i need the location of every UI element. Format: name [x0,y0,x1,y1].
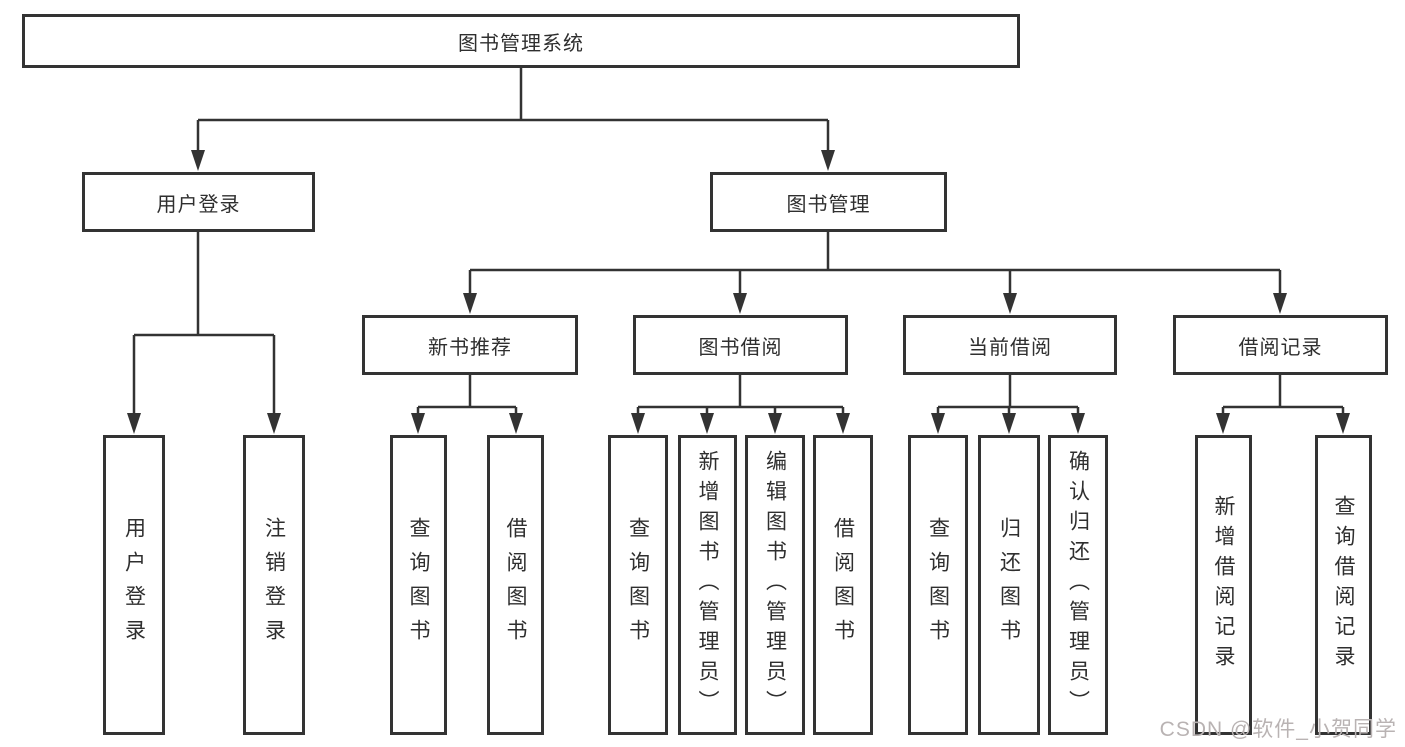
node-label: 新书推荐 [428,336,512,359]
leaf-label: 借阅图书 [504,517,527,653]
node-label: 图书管理 [786,193,871,216]
node-label: 用户登录 [156,193,241,216]
csdn-watermark: CSDN @软件_小贺同学 [1159,718,1397,741]
leaf-label: 查询图书 [626,517,650,653]
node-book-borrowing: 图书借阅 [633,315,848,375]
node-label: 借阅记录 [1238,336,1323,359]
node-new-book-recommendation: 新书推荐 [362,315,578,375]
leaf-label: 新增借阅记录 [1212,495,1235,675]
leaf-label: 注销登录 [262,517,286,653]
node-label: 当前借阅 [968,336,1052,359]
leaf-user-login: 用户登录 [103,435,165,735]
leaf-label: 新增图书（管理员） [696,450,719,720]
node-label: 图书借阅 [698,336,783,359]
leaf-query-books-borrow: 查询图书 [608,435,668,735]
leaf-add-borrow-record: 新增借阅记录 [1195,435,1252,735]
leaf-label: 编辑图书（管理员） [763,450,787,720]
node-root-system: 图书管理系统 [22,14,1020,68]
leaf-query-borrow-record: 查询借阅记录 [1315,435,1372,735]
leaf-edit-book-admin: 编辑图书（管理员） [745,435,805,735]
leaf-label: 用户登录 [122,517,146,653]
leaf-label: 确认归还（管理员） [1066,450,1090,720]
node-label: 图书管理系统 [458,32,584,55]
leaf-borrow-books: 借阅图书 [813,435,873,735]
leaf-label: 查询借阅记录 [1332,495,1355,675]
node-user-login: 用户登录 [82,172,315,232]
leaf-label: 查询图书 [926,517,950,653]
node-borrowing-records: 借阅记录 [1173,315,1388,375]
leaf-label: 查询图书 [407,517,430,653]
leaf-return-book: 归还图书 [978,435,1040,735]
node-current-borrowing: 当前借阅 [903,315,1117,375]
leaf-borrow-books-recommend: 借阅图书 [487,435,544,735]
node-book-management: 图书管理 [710,172,947,232]
leaf-confirm-return-admin: 确认归还（管理员） [1048,435,1108,735]
leaf-query-books-current: 查询图书 [908,435,968,735]
leaf-logout: 注销登录 [243,435,305,735]
leaf-label: 归还图书 [997,517,1021,653]
leaf-add-book-admin: 新增图书（管理员） [678,435,737,735]
leaf-query-books-recommend: 查询图书 [390,435,447,735]
leaf-label: 借阅图书 [831,517,855,653]
